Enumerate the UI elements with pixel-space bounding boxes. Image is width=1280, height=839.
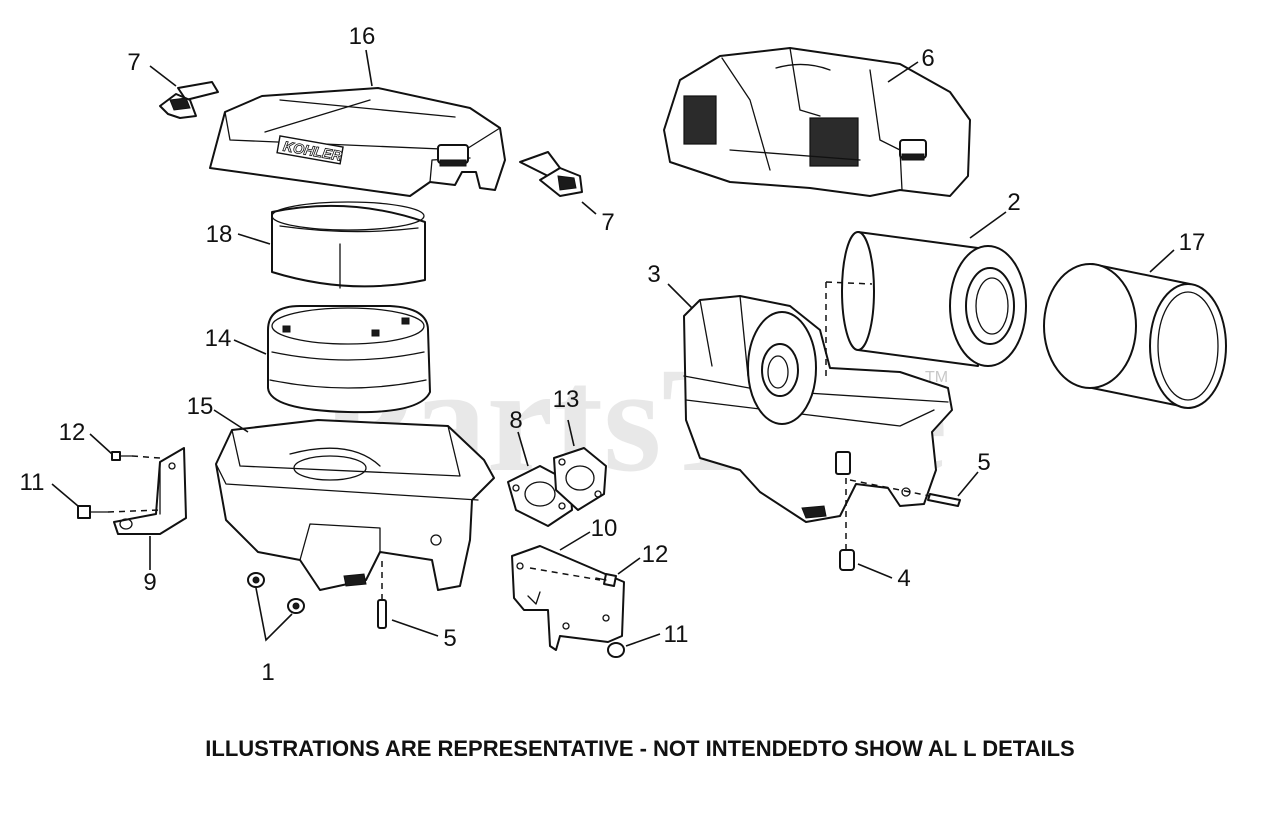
part-13-gasket — [553, 447, 607, 511]
callout-5-right: 5 — [977, 449, 990, 476]
callout-9: 9 — [143, 569, 156, 596]
callout-7-right: 7 — [601, 209, 614, 236]
callout-3: 3 — [647, 261, 660, 288]
callout-17: 17 — [1179, 229, 1206, 256]
callout-13: 13 — [553, 386, 580, 413]
callout-8: 8 — [509, 407, 522, 434]
part-15-base — [215, 419, 495, 591]
callout-11-right: 11 — [664, 621, 689, 648]
callout-7-left: 7 — [127, 49, 140, 76]
part-16-cover: KOHLER — [209, 87, 506, 197]
callout-14: 14 — [205, 325, 232, 352]
disclaimer-note: ILLUSTRATIONS ARE REPRESENTATIVE - NOT I… — [205, 736, 1075, 761]
part-7-clip-left — [159, 81, 219, 119]
part-2-filter — [841, 231, 1027, 367]
part-14-element — [267, 305, 431, 414]
assembly-lines — [107, 281, 931, 600]
callout-12-right: 12 — [642, 541, 669, 568]
callout-6: 6 — [921, 45, 934, 72]
callout-2: 2 — [1007, 189, 1020, 216]
part-9-bracket — [113, 447, 187, 535]
leader-lines — [51, 49, 1175, 647]
part-7-clip-right — [519, 151, 583, 197]
part-6-shroud — [663, 47, 971, 197]
callout-18: 18 — [206, 221, 233, 248]
callout-12-left: 12 — [59, 419, 86, 446]
callout-16: 16 — [349, 23, 376, 50]
part-17-sleeve — [1043, 263, 1227, 409]
part-18-precleaner — [271, 201, 426, 289]
callout-4: 4 — [897, 565, 910, 592]
callout-11-left: 11 — [20, 469, 45, 496]
callouts: 16 7 7 6 2 17 18 3 14 15 13 8 12 11 9 5 … — [20, 23, 1206, 686]
callout-15: 15 — [187, 393, 214, 420]
part-3-base-assembly — [683, 295, 953, 523]
callout-5-lower: 5 — [443, 625, 456, 652]
part-10-bracket — [511, 545, 625, 651]
callout-1: 1 — [261, 659, 274, 686]
callout-10: 10 — [591, 515, 618, 542]
